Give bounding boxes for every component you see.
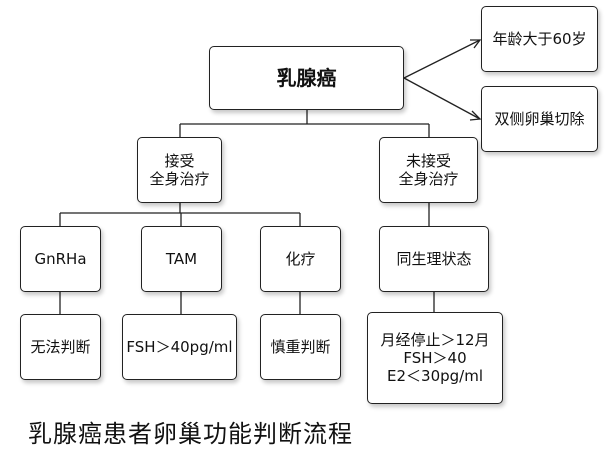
treatment-node-chemo: 化疗 (260, 226, 341, 292)
outcome-node-cannot-judge: 无法判断 (20, 314, 101, 380)
condition-node-age: 年龄大于60岁 (481, 6, 598, 72)
outcome-node-fsh: FSH＞40pg/ml (122, 314, 237, 380)
diagram-caption: 乳腺癌患者卵巢功能判断流程 (28, 420, 353, 448)
branch-node-received-therapy: 接受 全身治疗 (137, 137, 222, 203)
arrowhead-ovx (469, 110, 482, 121)
node-physiological-state: 同生理状态 (379, 226, 489, 292)
branch-node-not-received-therapy: 未接受 全身治疗 (379, 137, 478, 203)
outcome-node-careful-judgement: 慎重判断 (260, 314, 341, 380)
treatment-node-gnrha: GnRHa (20, 226, 101, 292)
condition-node-oophorectomy: 双侧卵巢切除 (481, 86, 598, 152)
root-node: 乳腺癌 (209, 46, 404, 110)
outcome-node-menopause-criteria: 月经停止＞12月 FSH＞40 E2＜30pg/ml (367, 312, 503, 404)
connector-root-ovx (403, 77, 481, 120)
arrowhead-age (470, 39, 482, 49)
treatment-node-tam: TAM (141, 226, 222, 292)
connector-root-age (403, 39, 481, 79)
